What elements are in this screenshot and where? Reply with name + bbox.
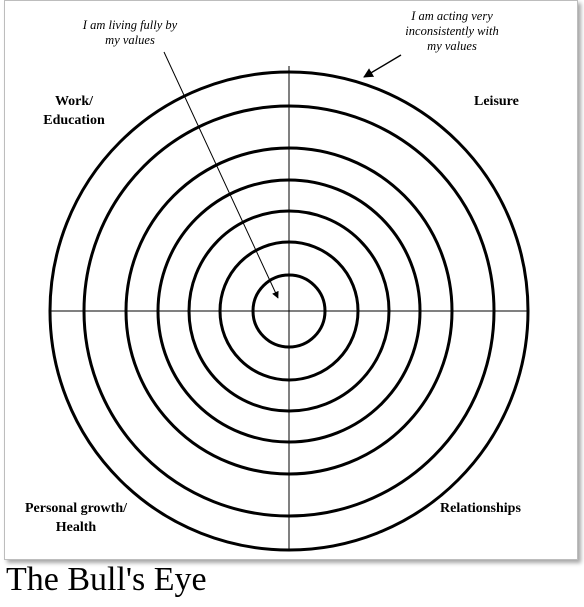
quadrant-label-work-education: Work/ Education	[43, 94, 105, 128]
quadrant-label-leisure: Leisure	[474, 94, 519, 109]
ring-4	[156, 178, 422, 444]
center-arrow	[163, 51, 279, 299]
ring-2	[218, 240, 360, 382]
quadrant-label-relationships: Relationships	[440, 501, 521, 516]
ring-5	[124, 146, 454, 476]
diagram-frame	[4, 0, 578, 560]
ring-1	[251, 273, 327, 349]
ring-6	[82, 104, 496, 518]
outer-arrow	[363, 54, 402, 78]
diagram-title: The Bull's Eye	[6, 561, 207, 598]
quadrant-label-personal-growth-health: Personal growth/ Health	[24, 501, 127, 535]
ring-7	[48, 70, 530, 552]
center-annotation: I am living fully by my values	[82, 18, 178, 47]
outer-annotation: I am acting very inconsistently with my …	[405, 9, 499, 53]
ring-3	[187, 209, 391, 413]
